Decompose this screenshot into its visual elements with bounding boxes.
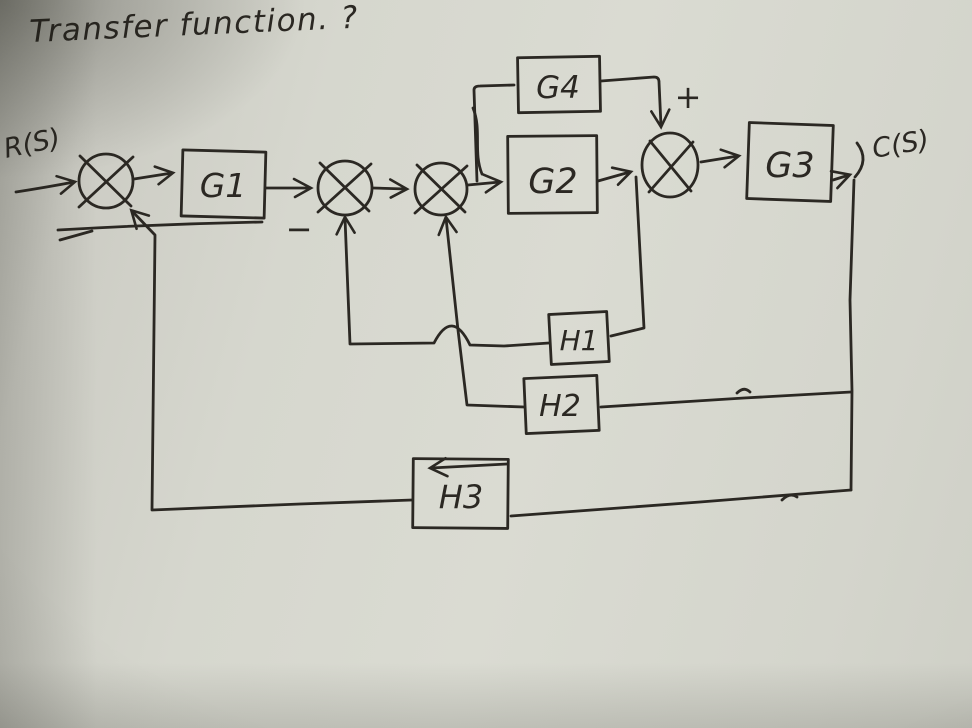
block-g2-label: G2 — [528, 162, 577, 202]
block-g1-label: G1 — [200, 166, 247, 205]
line-g2-to-sum4 — [596, 166, 634, 187]
summing-junction-4 — [640, 131, 700, 199]
line-tap-to-h2 — [599, 390, 853, 409]
block-g1: G1 — [179, 148, 268, 220]
line-g4-to-sum4 — [599, 75, 671, 130]
tick-mark-h2-line — [735, 387, 752, 395]
line-h3-to-sum1 — [129, 208, 414, 512]
line-sum1-to-g1 — [132, 165, 176, 186]
block-h1-label: H1 — [560, 324, 599, 357]
plus-sign: + — [675, 78, 702, 116]
input-signal-label: R(S) — [1, 123, 63, 165]
line-h2-to-sum3 — [437, 214, 526, 409]
block-g3: G3 — [745, 121, 835, 203]
takeoff-scribble — [471, 106, 484, 176]
line-sum3-to-g2 — [466, 173, 504, 194]
summing-junction-2 — [316, 159, 374, 217]
line-tap-to-h3 — [509, 488, 853, 518]
block-h1: H1 — [547, 310, 611, 366]
page-title: Transfer function. ? — [29, 0, 360, 50]
tick-mark-h3-line — [780, 493, 799, 502]
minus-sign: − — [286, 210, 313, 248]
block-g4: G4 — [516, 54, 602, 115]
block-g2: G2 — [506, 134, 599, 215]
h3-top-arrow-mark — [427, 456, 509, 478]
summing-junction-3 — [413, 161, 469, 217]
block-h2-label: H2 — [539, 389, 581, 424]
line-takeoff-to-g4 — [472, 83, 516, 183]
line-input-to-sum1 — [14, 174, 78, 195]
output-hook-mark — [853, 141, 865, 179]
block-h3: H3 — [411, 457, 510, 530]
summing-junction-1 — [58, 152, 135, 242]
line-sum2-to-sum3 — [371, 178, 410, 199]
ink-blob — [58, 229, 94, 242]
line-g3-to-output — [829, 169, 853, 190]
smudge-mark — [56, 220, 264, 232]
block-g4-label: G4 — [536, 70, 580, 106]
line-output-takeoff-down — [848, 178, 856, 492]
line-tap-to-h1 — [609, 175, 646, 338]
output-signal-label: C(S) — [870, 124, 932, 164]
block-g3-label: G3 — [765, 146, 814, 186]
block-h3-label: H3 — [439, 478, 483, 516]
line-h1-to-sum2 — [335, 214, 551, 348]
line-sum4-to-g3 — [699, 148, 742, 169]
block-h2: H2 — [522, 374, 601, 435]
